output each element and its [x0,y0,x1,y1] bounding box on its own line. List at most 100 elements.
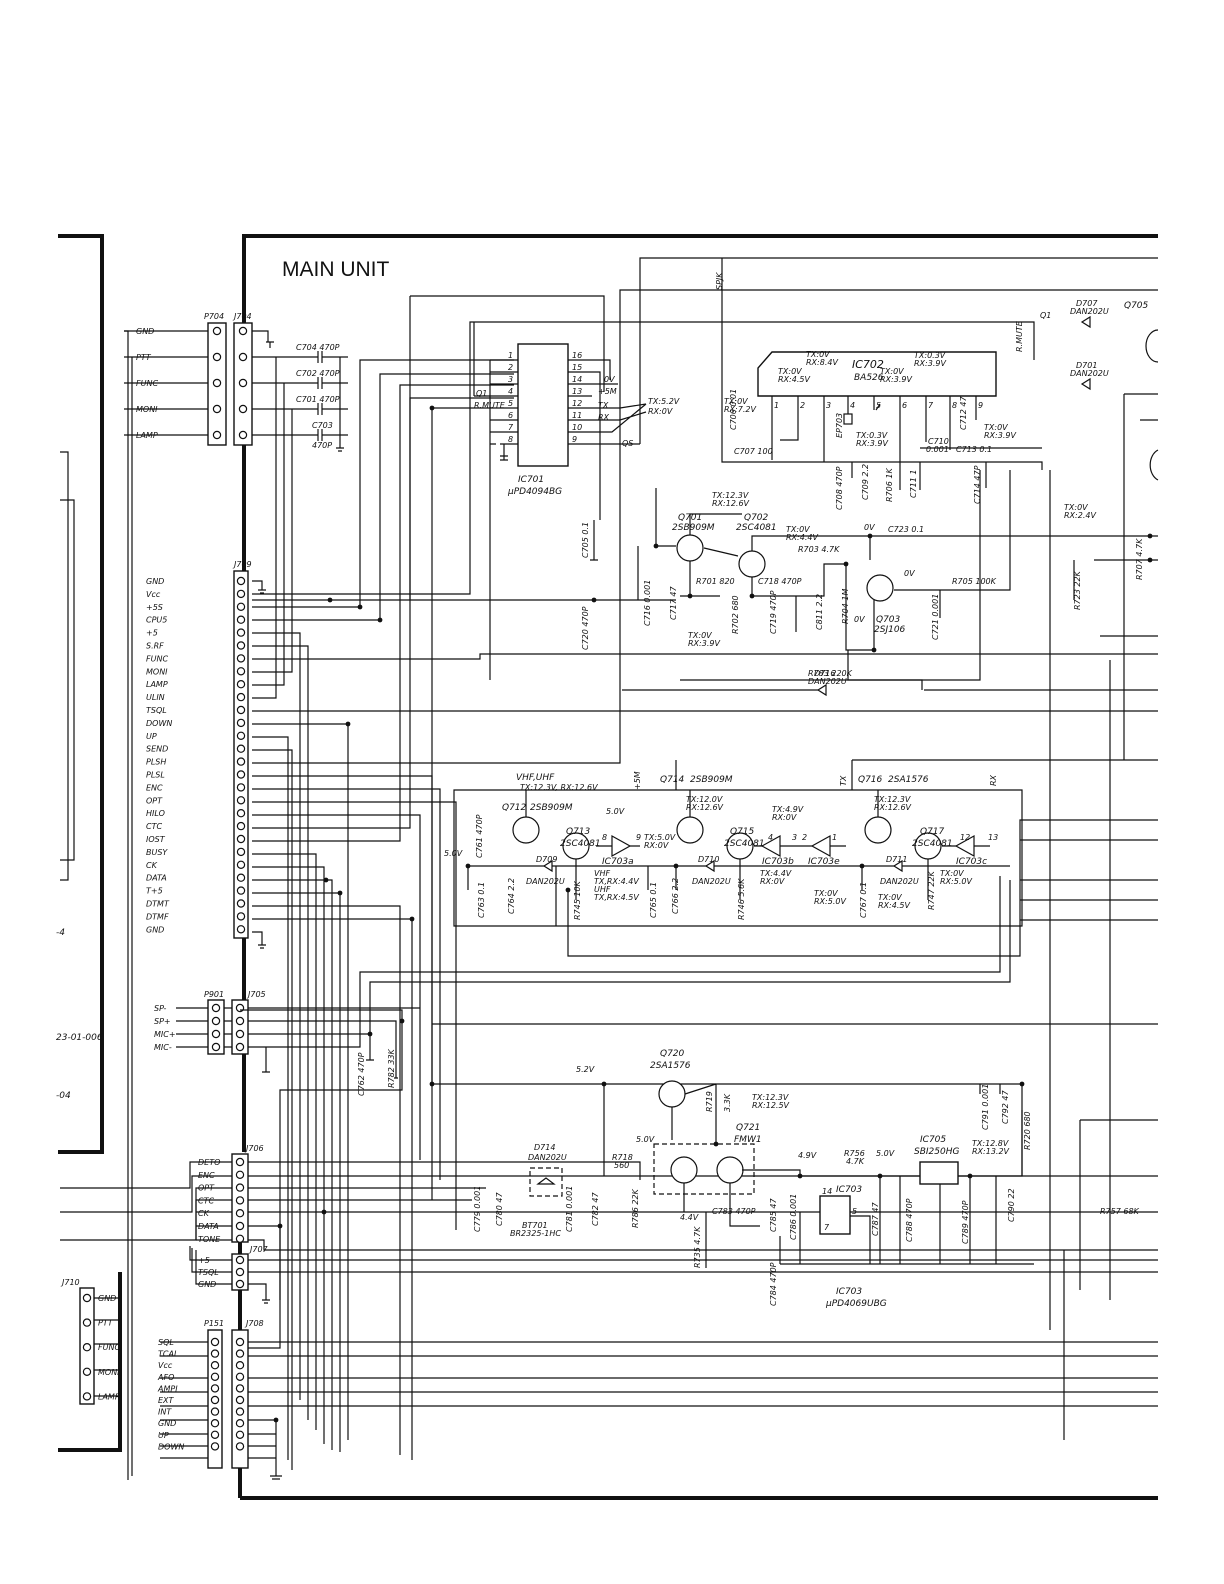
ic703-pin14: 14 [822,1187,832,1196]
j709-pin-label: UP [146,732,157,741]
c767-label: C767 0.1 [859,882,868,918]
j709-pin [236,886,246,895]
d711-part: DAN202U [880,877,919,886]
j710-pin-label: FUNC [98,1343,120,1352]
p901-pin-label: MIC+ [154,1030,176,1039]
ic705-tx: TX:12.8V [972,1139,1009,1148]
q715-tx: TX:4.9V [772,805,804,814]
r705-label: R705 100K [952,577,997,586]
j710-name: J710 [60,1278,80,1287]
c764-label: C764 2.2 [507,878,516,914]
junction-dot [357,604,363,610]
ic701-tx: TX [598,401,609,410]
c783-label: C783 470P [712,1207,756,1216]
ic702-v7: TX:0.3V [914,351,946,360]
q717-rx: RX:4.5V [878,901,910,910]
j709-pin [236,847,246,857]
c717-label: C717 47 [669,586,678,620]
junction-dot [1147,557,1153,563]
d701-name: D701 [1076,361,1097,370]
c785-label: C785 47 [769,1198,778,1232]
ic701-pin-right: 16 [572,351,582,360]
v5-left: 5.0V [444,849,463,858]
j709-pin-label: DOWN [146,719,172,728]
ic701-pin-right: 9 [572,435,577,444]
r782-label: R782 33K [387,1048,396,1088]
junction-dot [713,1141,719,1147]
q1-label: Q1 [1040,311,1051,320]
p901-mating-pin [235,1016,245,1026]
j709-pin-label: CPU5 [146,616,167,625]
j709-pin-label: SEND [146,745,168,754]
c708-label: C708 470P [835,466,844,510]
j709-pin-label: MONI [146,667,168,676]
ic702-body [757,351,997,397]
rmute-label: R.MUTE [1015,320,1024,352]
c705-label: C705 0.1 [581,522,590,558]
j709-pin-label: FUNC [146,654,168,663]
ic702-v11: TX:0.3V [856,431,888,440]
r707-label: R707 4.7K [1135,538,1144,580]
junction-dot [653,543,659,549]
left-ref-text: 23-01-006 [56,1033,103,1043]
c707-label: C707 100 [734,447,773,456]
p151-mating-pin [235,1384,245,1393]
j709-pin-label: DATA [146,874,167,883]
j709-pin [236,680,246,689]
d701-part: DAN202U [1070,369,1109,378]
p151-pin [210,1430,220,1440]
q714-rx: RX:12.6V [686,803,724,812]
junction-dot [399,1018,405,1024]
ic702-v5: TX:0V [724,397,748,406]
j706-name: J706 [244,1144,264,1153]
p704-mating-pin [238,378,248,388]
j709-pin-label: PLSH [146,758,166,767]
ic702-v2: RX:8.4V [806,358,838,367]
j709-pin-label: CTC [146,822,162,831]
ic702-v8: RX:3.9V [914,359,946,368]
r719-name: R719 [705,1091,714,1112]
v-0v-2: 0V [904,569,915,578]
q720-52v: 5.2V [576,1065,595,1074]
q720-tx: TX:12.3V [752,1093,789,1102]
j709-pin-label: LAMP [146,680,168,689]
j706-pin-label: ENC [198,1171,215,1180]
c721-label: C721 0.001 [931,594,940,640]
r704-label: R704 1M [841,589,850,624]
r746-label: R746 5.6K [737,878,746,920]
c710-label: C710 [928,437,949,446]
junction-dot [673,863,679,869]
q721b-symbol [716,1156,744,1184]
r701-label: R701 820 [696,577,735,586]
q714e-tx: TX:5.0V [644,833,676,842]
p151-mating-pin [235,1349,245,1358]
junction-dot [859,863,865,869]
r718-name: R718 [612,1153,633,1162]
d716-part: DAN202U [808,677,847,686]
ic702-v3: TX:0V [778,367,802,376]
j709-pin-label: T+5 [146,887,163,896]
j710-pin [82,1318,92,1327]
ic701-pin-right: 14 [572,375,582,384]
c703-label: C703 [312,421,333,430]
junction-dot [1147,533,1153,539]
q716-rx: RX:12.6V [874,803,912,812]
ic702: IC702 BA526 TX:0V RX:8.4V TX:0V RX:4.5V … [721,258,1043,490]
c790-label: C790 22 [1007,1188,1016,1222]
j706-pin [235,1157,245,1167]
j709-pin [236,873,246,882]
q701-rx: RX:12.6V [712,499,750,508]
q713-vhf: VHF [594,869,610,878]
junction-dot [797,1173,803,1179]
d709-symbol [542,859,553,873]
d710-name: D710 [698,855,719,864]
q721-name: Q721 [736,1123,760,1133]
v-50: 5.0V [876,1149,895,1158]
j706-pin-label: TONE [198,1235,221,1244]
q720-name: Q720 [660,1049,685,1059]
p151-pin-label: DOWN [158,1442,184,1451]
junction-dot [601,1081,607,1087]
tx-label: TX [839,775,848,786]
ic705-rx: RX:13.2V [972,1147,1010,1156]
